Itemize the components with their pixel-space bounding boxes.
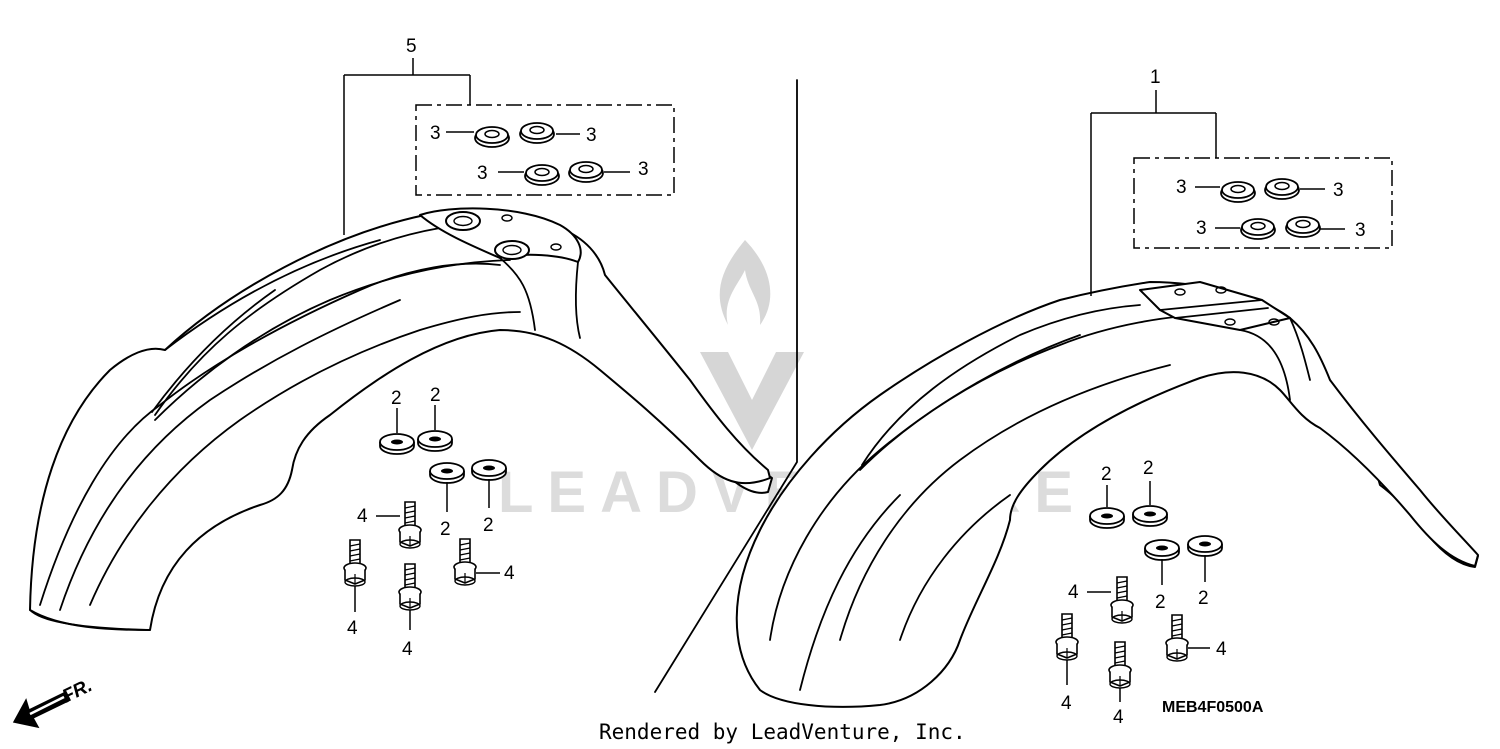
- footer-credit: Rendered by LeadVenture, Inc.: [599, 720, 966, 744]
- kit-left-dashed-box: [415, 104, 675, 196]
- callout-bolt: 4: [1061, 693, 1072, 714]
- callout-bolt: 4: [402, 639, 413, 660]
- kit-right-dashed-box: [1133, 157, 1393, 249]
- callout-grommet: 3: [586, 125, 597, 146]
- kit-right-bracket: [1090, 90, 1217, 296]
- right-washers: [1089, 481, 1223, 585]
- callout-kit-right: 1: [1150, 67, 1161, 88]
- callout-grommet: 3: [638, 159, 649, 180]
- callout-bolt: 4: [357, 506, 368, 527]
- callout-washer: 2: [1143, 458, 1154, 479]
- left-washers: [379, 405, 507, 512]
- callout-washer: 2: [440, 519, 451, 540]
- callout-grommet: 3: [1196, 218, 1207, 239]
- callout-grommet: 3: [430, 123, 441, 144]
- callout-washer: 2: [430, 385, 441, 406]
- callout-washer: 2: [391, 388, 402, 409]
- callout-washer: 2: [1198, 588, 1209, 609]
- callout-washer: 2: [1155, 592, 1166, 613]
- divider-line: [654, 79, 798, 693]
- callout-grommet: 3: [1176, 177, 1187, 198]
- callout-bolt: 4: [347, 618, 358, 639]
- callout-kit-left: 5: [406, 36, 417, 57]
- callout-washer: 2: [483, 515, 494, 536]
- left-bolts: [343, 501, 500, 630]
- callout-bolt: 4: [1068, 582, 1079, 603]
- callout-washer: 2: [1101, 464, 1112, 485]
- callout-grommet: 3: [1333, 180, 1344, 201]
- left-fender: [29, 207, 773, 631]
- callout-bolt: 4: [1113, 707, 1124, 728]
- diagram-code: MEB4F0500A: [1162, 699, 1264, 716]
- callout-bolt: 4: [504, 563, 515, 584]
- callout-bolt: 4: [1216, 639, 1227, 660]
- leadventure-watermark-logo: [700, 240, 804, 450]
- front-direction-arrow-icon: [12, 691, 72, 729]
- callout-grommet: 3: [477, 163, 488, 184]
- callout-grommet: 3: [1355, 220, 1366, 241]
- kit-left-bracket: [343, 58, 471, 235]
- left-kit-grommets: [446, 122, 630, 186]
- right-fender: [735, 281, 1479, 708]
- right-kit-grommets: [1195, 178, 1345, 240]
- right-bolts: [1055, 576, 1210, 702]
